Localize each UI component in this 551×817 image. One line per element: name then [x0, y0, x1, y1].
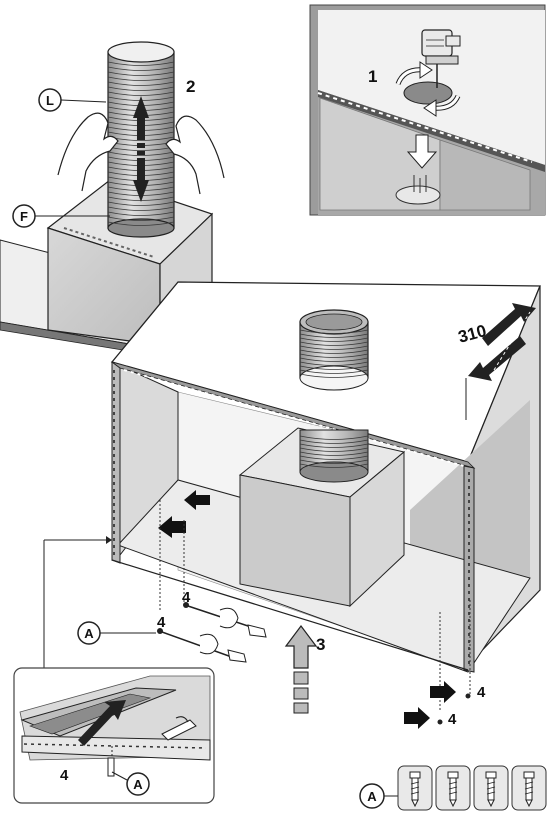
screw-detail — [107, 757, 115, 777]
duct-rib — [107, 216, 175, 221]
duct-rib — [107, 61, 175, 66]
hand-icon — [57, 112, 225, 195]
duct-rib — [107, 91, 175, 96]
screw-icon — [397, 765, 433, 811]
screw-icon — [435, 765, 471, 811]
duct-rib — [107, 221, 175, 226]
step-2-label: 2 — [186, 77, 195, 96]
duct-rib — [299, 329, 369, 334]
wall-plug-lower — [157, 628, 247, 663]
label-A-left: A — [84, 626, 94, 641]
screw-callout-left: A — [77, 621, 156, 645]
guide-lines — [159, 500, 471, 712]
screw-icon — [473, 765, 509, 811]
rotate-arrow-icon — [395, 61, 461, 117]
duct-rib — [299, 459, 369, 464]
detail-inset: 4 A — [13, 536, 215, 804]
label-L: L — [46, 93, 54, 108]
duct-rib — [107, 66, 175, 71]
duct-rib — [107, 86, 175, 91]
duct-rib — [299, 435, 369, 440]
duct-rib — [107, 81, 175, 86]
duct-rib — [299, 345, 369, 350]
cutout-inset: 1 — [309, 4, 546, 216]
duct-rib — [299, 341, 369, 346]
right-screws — [404, 681, 471, 729]
duct-rib — [107, 151, 175, 156]
screw-legend: A — [359, 765, 547, 811]
extend-arrow-icon — [133, 96, 149, 202]
duct-rib — [299, 357, 369, 362]
duct-rib — [299, 361, 369, 366]
duct-rib — [299, 447, 369, 452]
flange-callout: F — [12, 204, 110, 228]
duct-rib — [299, 337, 369, 342]
lift-arrow-icon: 3 — [284, 625, 325, 714]
step-1-label: 1 — [368, 67, 377, 86]
qty-label-lower-left: 4 — [157, 614, 166, 631]
qty-label-right-upper: 4 — [477, 684, 486, 701]
label-A-legend: A — [367, 789, 377, 804]
push-arrow-lower — [158, 516, 186, 538]
duct-rib — [107, 201, 175, 206]
wall-cabinet — [110, 281, 541, 673]
duct-rib — [299, 373, 369, 378]
duct-rib — [299, 455, 369, 460]
duct-rib — [107, 146, 175, 151]
push-arrow-upper — [184, 490, 210, 510]
step-3-label: 3 — [316, 635, 325, 654]
duct-rib — [299, 451, 369, 456]
duct-rib — [107, 76, 175, 81]
screw-icon — [511, 765, 547, 811]
qty-label-upper-left: 4 — [182, 589, 191, 606]
saw-icon — [421, 29, 461, 88]
cabinet-duct-ribs — [299, 329, 369, 468]
qty-label-inset: 4 — [60, 767, 69, 784]
wall-plug-upper — [183, 602, 267, 638]
duct-rib — [299, 439, 369, 444]
duct-rib — [299, 349, 369, 354]
duct-lower-callout: L — [38, 88, 107, 112]
label-A-inset: A — [133, 777, 143, 792]
label-F: F — [20, 209, 28, 224]
duct-rib — [299, 443, 369, 448]
qty-label-right-lower: 4 — [448, 711, 457, 728]
duct-rib — [299, 365, 369, 370]
duct-rib — [107, 71, 175, 76]
duct-rib — [299, 463, 369, 468]
duct-rib — [107, 211, 175, 216]
duct-rib — [299, 369, 369, 374]
duct-rib — [299, 353, 369, 358]
duct-rib — [107, 206, 175, 211]
duct-rib — [299, 333, 369, 338]
